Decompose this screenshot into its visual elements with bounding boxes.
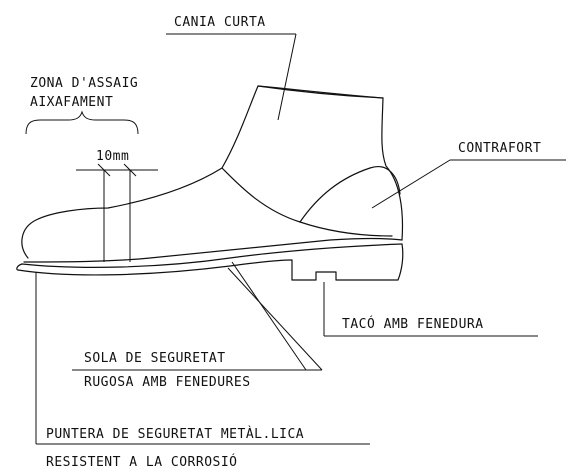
leader-lines [35,33,566,445]
dim-tick-left [97,163,111,177]
label-puntera-line1: PUNTERA DE SEGURETAT METÀL.LICA [46,426,304,442]
sole-front-tip [16,263,23,271]
leader-sola-1 [227,267,323,371]
leader-contrafort [371,159,451,209]
toe-inner-curve [23,237,403,263]
label-contrafort: CONTRAFORT [458,141,541,156]
label-sola-line1: SOLA DE SEGURETAT [84,351,226,366]
label-zona-line1: ZONA D'ASSAIG [30,76,138,91]
label-dimension: 10mm [96,149,129,164]
label-cania-curta: CANIA CURTA [174,15,266,30]
dim-tick-right [123,163,137,177]
heel-block [291,243,404,281]
leader-cania [277,33,297,121]
boot-upper-outline [21,85,404,259]
sole-bottom [17,259,293,276]
toe-cap-line [221,167,393,237]
label-zona-line2: AIXAFAMENT [30,95,113,110]
counter-contour [299,166,401,223]
zona-bracket [25,110,139,135]
sole-top [21,243,403,268]
label-taco: TACÓ AMB FENEDURA [342,316,484,332]
shaft-top-edge [257,85,384,99]
label-puntera-line2: RESISTENT A LA CORROSIÓ [46,454,238,470]
label-sola-line2: RUGOSA AMB FENEDURES [84,375,251,390]
boot-drawing [16,85,404,281]
dimension-marks [76,163,158,262]
leader-sola-2 [231,261,307,371]
